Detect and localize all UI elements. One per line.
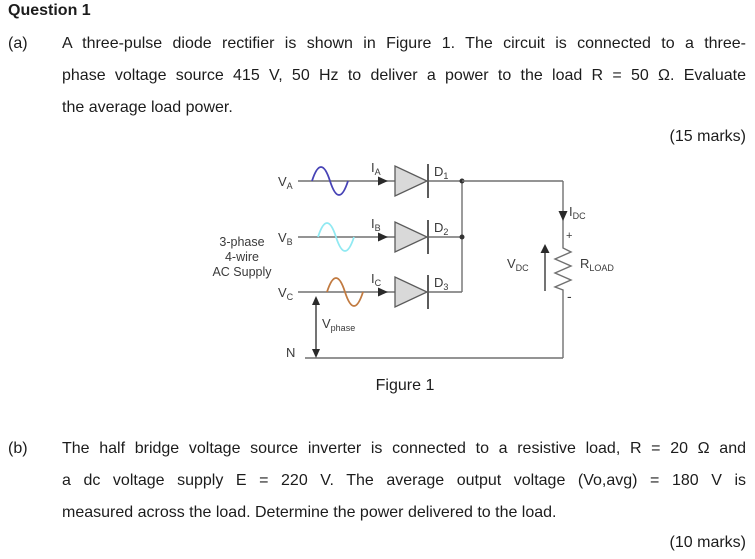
part-b-marks: (10 marks) <box>669 534 746 551</box>
vphase-arrow-head-bottom <box>312 349 320 358</box>
idc-current-arrow <box>558 211 568 221</box>
vdc-arrow-head <box>540 244 550 253</box>
va-label: VA <box>278 174 293 191</box>
vphase-dimension: Vphase <box>312 296 355 358</box>
part-a-line-1: A three-pulse diode rectifier is shown i… <box>62 35 746 52</box>
diode-d3-symbol <box>394 275 429 309</box>
phase-c-branch: VC IC D3 <box>278 271 462 309</box>
supply-label: 3-phase 4-wire AC Supply <box>212 235 272 279</box>
supply-line-3: AC Supply <box>212 265 272 279</box>
supply-line-1: 3-phase <box>219 235 264 249</box>
ic-label: IC <box>371 271 382 288</box>
load-minus-sign: - <box>567 288 572 304</box>
part-a-label: (a) <box>8 35 28 52</box>
part-b-paragraph: The half bridge voltage source inverter … <box>62 433 746 529</box>
part-b-line-1: The half bridge voltage source inverter … <box>62 440 746 457</box>
vphase-arrow-head-top <box>312 296 320 305</box>
figure-caption: Figure 1 <box>375 377 435 394</box>
diode-d1-symbol <box>394 164 429 198</box>
load-plus-sign: + <box>566 230 572 242</box>
part-a-marks: (15 marks) <box>669 128 746 145</box>
ib-label: IB <box>371 216 381 233</box>
vb-label: VB <box>278 230 293 247</box>
d2-label: D2 <box>434 220 448 237</box>
idc-label: IDC <box>569 204 586 221</box>
d3-label: D3 <box>434 275 448 292</box>
neutral-label: N <box>286 345 295 360</box>
rload-label: RLOAD <box>580 256 614 273</box>
phase-b-sine-waveform <box>317 222 355 252</box>
part-a-line-2: phase voltage source 415 V, 50 Hz to del… <box>62 67 746 84</box>
vc-label: VC <box>278 285 294 302</box>
part-b-line-2: a dc voltage supply E = 220 V. The avera… <box>62 472 746 489</box>
phase-a-sine-waveform <box>311 166 349 196</box>
question-title: Question 1 <box>8 2 91 19</box>
d1-label: D1 <box>434 164 448 181</box>
part-b-label: (b) <box>8 440 28 457</box>
ic-current-arrow <box>378 287 388 297</box>
part-b-line-3: measured across the load. Determine the … <box>62 504 557 521</box>
supply-line-2: 4-wire <box>225 250 259 264</box>
figure-1-circuit-diagram: 3-phase 4-wire AC Supply VA IA D1 VB IB <box>212 160 614 360</box>
phase-c-sine-waveform <box>326 277 364 307</box>
phase-a-branch: VA IA D1 <box>278 160 462 198</box>
part-a-paragraph: A three-pulse diode rectifier is shown i… <box>62 28 746 124</box>
part-a-line-3: the average load power. <box>62 99 233 116</box>
diode-d2-symbol <box>394 220 429 254</box>
vdc-label: VDC <box>507 256 529 273</box>
ia-current-arrow <box>378 176 388 186</box>
phase-b-branch: VB IB D2 <box>278 216 462 254</box>
ia-label: IA <box>371 160 381 177</box>
vphase-label: Vphase <box>322 316 355 333</box>
rload-resistor-symbol <box>553 245 573 293</box>
junction-dot-d2 <box>459 234 465 240</box>
ib-current-arrow <box>378 232 388 242</box>
